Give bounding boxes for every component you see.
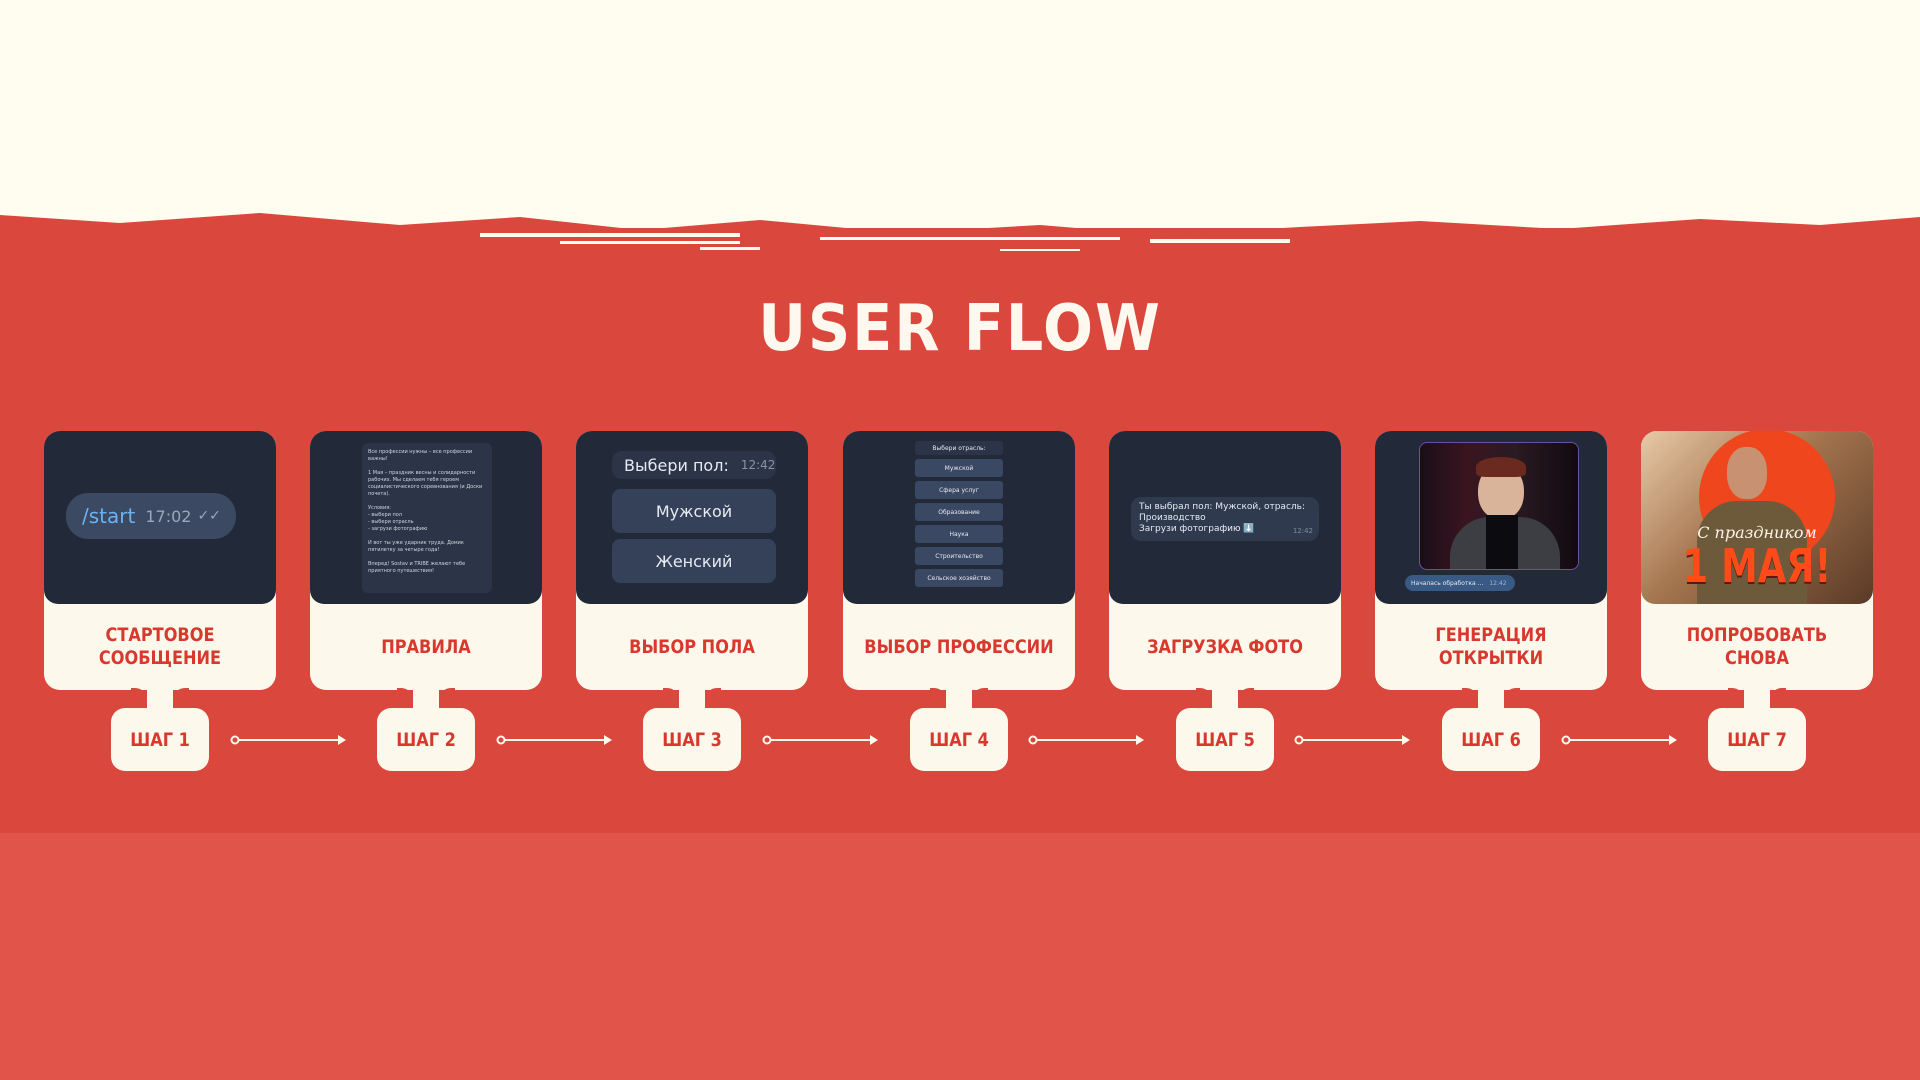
step-number: ШАГ 1: [130, 728, 190, 751]
step-number: ШАГ 6: [1461, 728, 1521, 751]
start-command: /start: [82, 504, 136, 528]
arrow-right-icon: [1294, 735, 1410, 745]
arrow-right-icon: [1028, 735, 1144, 745]
chat-screenshot-rules: Все профессии нужны – все профессии важн…: [310, 431, 542, 604]
status-text: Началась обработка ...: [1411, 579, 1484, 587]
message-text: Загрузи фотографию ⬇️: [1139, 524, 1255, 534]
step-label: ГЕНЕРАЦИЯ ОТКРЫТКИ: [1435, 624, 1547, 669]
worker-figure: [1697, 501, 1807, 604]
step-label: ВЫБОР ПОЛА: [629, 635, 755, 658]
uploaded-photo: [1419, 442, 1579, 570]
message-time: 12:42: [1292, 527, 1313, 535]
worker-figure: [1727, 447, 1767, 499]
gender-prompt: Выбери пол:: [624, 455, 729, 475]
step-card-1: /start 17:02 ✓✓ СТАРТОВОЕ СООБЩЕНИЕ: [44, 431, 276, 690]
message-text: Ты выбрал пол: Мужской, отрасль:: [1139, 502, 1305, 512]
option-male-button[interactable]: Мужской: [612, 489, 776, 533]
step-card-6: Началась обработка ... 12:42 ГЕНЕРАЦИЯ О…: [1375, 431, 1607, 690]
chat-screenshot-generation: Началась обработка ... 12:42: [1375, 431, 1607, 604]
page-title: USER FLOW: [758, 292, 1162, 366]
step-number: ШАГ 3: [662, 728, 722, 751]
chat-screenshot-start: /start 17:02 ✓✓: [44, 431, 276, 604]
message-text: Производство: [1139, 513, 1206, 523]
rules-text: Условия:: [368, 505, 391, 511]
step-label: ПОПРОБОВАТЬ СНОВА: [1686, 624, 1828, 669]
profession-prompt: Выбери отрасль:: [915, 441, 1003, 455]
message-time: 12:42: [1489, 579, 1507, 587]
message-time: 12:42: [740, 458, 776, 472]
step-label: СТАРТОВОЕ СООБЩЕНИЕ: [98, 624, 222, 669]
rules-text: - выбери пол: [368, 512, 402, 518]
processing-status: Началась обработка ... 12:42: [1405, 575, 1515, 591]
step-label: ЗАГРУЗКА ФОТО: [1147, 635, 1303, 658]
rules-text: Вперед! Sostav и TRIBE желают тебе прият…: [368, 561, 466, 574]
cream-header: [0, 0, 1920, 250]
rules-text: - загрузи фотографию: [368, 526, 428, 532]
option-button[interactable]: Сфера услуг: [915, 481, 1003, 499]
arrow-right-icon: [1561, 735, 1677, 745]
read-checkmarks-icon: ✓✓: [197, 508, 221, 524]
rules-text: - выбери отрасль: [368, 519, 414, 525]
rules-text: И вот ты уже ударник труда. Домик пятиле…: [368, 540, 464, 553]
step-card-2: Все профессии нужны – все профессии важн…: [310, 431, 542, 690]
step-badge-4: ШАГ 4: [910, 708, 1008, 771]
step-badge-7: ШАГ 7: [1708, 708, 1806, 771]
chat-screenshot-gender: Выбери пол: 12:42 Мужской Женский: [576, 431, 808, 604]
postcard-result-image: С праздником 1 МАЯ!: [1641, 431, 1873, 604]
arrow-right-icon: [230, 735, 346, 745]
step-badge-2: ШАГ 2: [377, 708, 475, 771]
step-number: ШАГ 2: [396, 728, 456, 751]
chat-screenshot-upload: Ты выбрал пол: Мужской, отрасль: Произво…: [1109, 431, 1341, 604]
step-card-3: Выбери пол: 12:42 Мужской Женский ВЫБОР …: [576, 431, 808, 690]
chat-screenshot-profession: Выбери отрасль: Мужской Сфера услуг Обра…: [843, 431, 1075, 604]
step-badge-5: ШАГ 5: [1176, 708, 1274, 771]
step-badge-6: ШАГ 6: [1442, 708, 1540, 771]
message-time: 17:02: [145, 506, 192, 526]
rules-text: 1 Мая – праздник весны и солидарности ра…: [368, 470, 483, 497]
step-number: ШАГ 4: [929, 728, 989, 751]
step-card-7: С праздником 1 МАЯ! ПОПРОБОВАТЬ СНОВА: [1641, 431, 1873, 690]
step-card-4: Выбери отрасль: Мужской Сфера услуг Обра…: [843, 431, 1075, 690]
option-button[interactable]: Наука: [915, 525, 1003, 543]
poster-greeting: С праздником: [1697, 523, 1817, 542]
step-badge-3: ШАГ 3: [643, 708, 741, 771]
option-button[interactable]: Строительство: [915, 547, 1003, 565]
option-button[interactable]: Образование: [915, 503, 1003, 521]
step-label: ПРАВИЛА: [381, 635, 471, 658]
torn-edge-decoration: [0, 213, 1920, 275]
arrow-right-icon: [762, 735, 878, 745]
step-label: ВЫБОР ПРОФЕССИИ: [864, 635, 1054, 658]
step-number: ШАГ 5: [1195, 728, 1255, 751]
step-badge-1: ШАГ 1: [111, 708, 209, 771]
option-female-button[interactable]: Женский: [612, 539, 776, 583]
rules-text: Все профессии нужны – все профессии важн…: [368, 449, 473, 462]
option-button[interactable]: Мужской: [915, 459, 1003, 477]
option-button[interactable]: Сельское хозяйство: [915, 569, 1003, 587]
step-number: ШАГ 7: [1727, 728, 1787, 751]
poster-date: 1 МАЯ!: [1682, 539, 1832, 593]
step-card-5: Ты выбрал пол: Мужской, отрасль: Произво…: [1109, 431, 1341, 690]
arrow-right-icon: [496, 735, 612, 745]
